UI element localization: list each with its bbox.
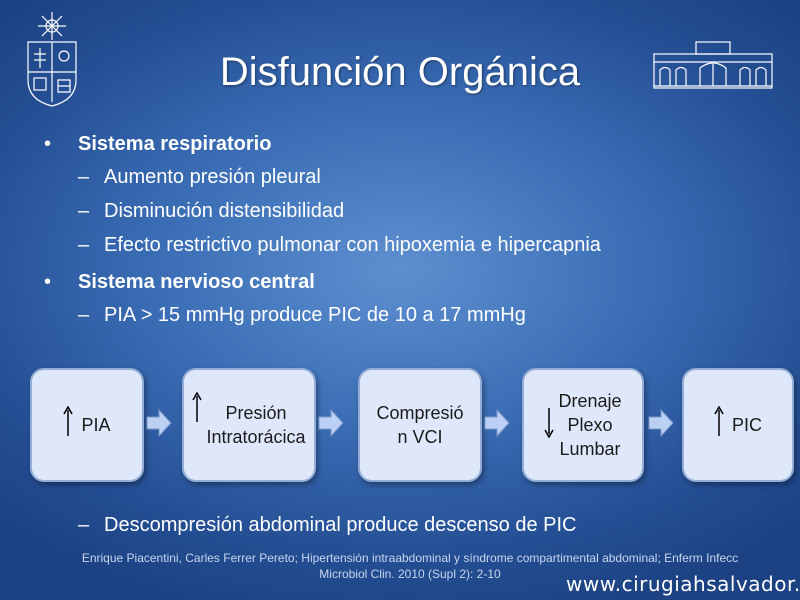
bullet-item: –PIA > 15 mmHg produce PIC de 10 a 17 mm… <box>78 304 526 326</box>
right-chevron-arrow-icon <box>648 408 674 438</box>
up-arrow-icon <box>714 405 724 444</box>
citation: Enrique Piacentini, Carles Ferrer Pereto… <box>81 551 739 581</box>
bullet-heading: •Sistema respiratorio <box>44 133 272 155</box>
up-arrow-icon <box>63 405 74 444</box>
university-seal-icon <box>27 12 77 107</box>
down-arrow-icon <box>544 406 555 444</box>
slide-title: Disfunción Orgánica <box>219 50 581 94</box>
bullet-item: –Aumento presión pleural <box>78 166 321 188</box>
up-arrow-icon <box>192 391 203 430</box>
bullet-heading: •Sistema nervioso central <box>44 271 315 293</box>
flow-box-label: Compresió n VCI <box>376 403 464 447</box>
flow-box-label: Presión Intratorácica <box>206 403 306 447</box>
flow-box-pic: PIC <box>682 368 794 482</box>
right-chevron-arrow-icon <box>484 408 510 438</box>
bullet-item: –Disminución distensibilidad <box>78 200 345 222</box>
bullet-item: –Efecto restrictivo pulmonar con hipoxem… <box>78 234 601 256</box>
flow-box-pia: PIA <box>30 368 144 482</box>
bullet-item: –Descompresión abdominal produce descens… <box>78 514 577 536</box>
flow-box-presion-intratoracica: Presión Intratorácica <box>182 368 316 482</box>
website-url: www.cirugiahsalvador.cl <box>566 572 800 596</box>
bullet-list: •Sistema respiratorio –Aumento presión p… <box>42 128 782 332</box>
flow-box-compresion-vci: Compresió n VCI <box>358 368 482 482</box>
flow-box-label: Drenaje Plexo Lumbar <box>558 391 622 459</box>
flow-box-label: PIA <box>81 415 111 435</box>
flow-box-drenaje-plexo-lumbar: Drenaje Plexo Lumbar <box>522 368 644 482</box>
hospital-building-icon <box>653 41 773 89</box>
flow-box-label: PIC <box>731 415 762 435</box>
right-chevron-arrow-icon <box>146 408 172 438</box>
right-chevron-arrow-icon <box>318 408 344 438</box>
